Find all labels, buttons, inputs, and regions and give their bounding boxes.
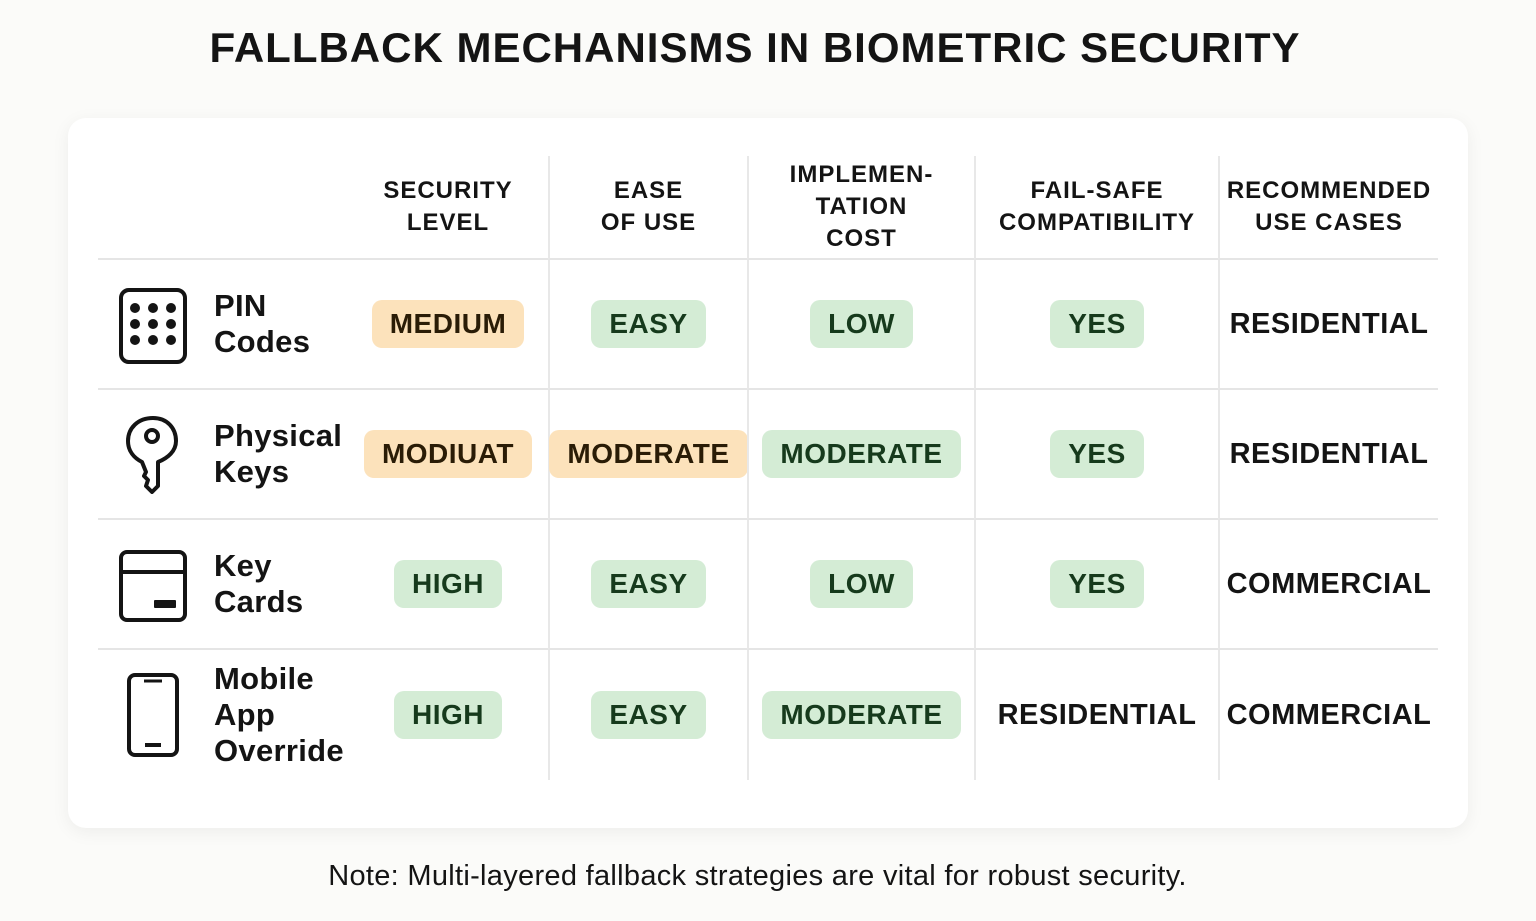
cell-fail-safe-compatibility: YES (974, 390, 1218, 520)
cell-security-level: MODIUAT (348, 390, 548, 520)
rating-badge: LOW (810, 560, 913, 608)
use-case-text: RESIDENTIAL (1229, 437, 1429, 470)
cell-fail-safe-compatibility: RESIDENTIAL (974, 650, 1218, 780)
rating-badge: HIGH (394, 560, 502, 608)
keypad-icon (118, 284, 188, 364)
cell-recommended-use-cases: RESIDENTIAL (1218, 390, 1438, 520)
rating-badge: MODERATE (762, 430, 961, 478)
method-name: Key Cards (214, 548, 304, 619)
smartphone-icon (118, 673, 188, 757)
header-fail-safe-compatibility: FAIL-SAFE COMPATIBILITY (974, 156, 1218, 260)
rating-badge: MODERATE (549, 430, 748, 478)
use-case-text: COMMERCIAL (1226, 567, 1432, 600)
row-method: Mobile App Override (98, 650, 348, 780)
rating-badge: MEDIUM (371, 300, 525, 348)
cell-fail-safe-compatibility: YES (974, 260, 1218, 390)
footnote: Note: Multi-layered fallback strategies … (328, 860, 1187, 892)
use-case-text: COMMERCIAL (1226, 698, 1432, 731)
comparison-card: SECURITY LEVEL EASE OF USE IMPLEMEN- TAT… (68, 118, 1468, 828)
cell-value: RESIDENTIAL (997, 698, 1197, 731)
key-card-icon (118, 544, 188, 624)
cell-security-level: MEDIUM (348, 260, 548, 390)
rating-badge: MODIUAT (363, 430, 533, 478)
method-name: PIN Codes (214, 288, 311, 359)
cell-security-level: HIGH (348, 650, 548, 780)
rating-badge: YES (1050, 430, 1144, 478)
key-icon (118, 414, 188, 494)
cell-ease-of-use: EASY (548, 650, 747, 780)
row-method: Key Cards (98, 520, 348, 650)
use-case-text: RESIDENTIAL (1229, 307, 1429, 340)
cell-implementation-cost: MODERATE (747, 390, 974, 520)
header-ease-of-use: EASE OF USE (548, 156, 747, 260)
rating-badge: EASY (591, 691, 706, 739)
row-method: Physical Keys (98, 390, 348, 520)
cell-implementation-cost: LOW (747, 260, 974, 390)
cell-ease-of-use: EASY (548, 520, 747, 650)
cell-fail-safe-compatibility: YES (974, 520, 1218, 650)
rating-badge: YES (1050, 560, 1144, 608)
rating-badge: MODERATE (762, 691, 961, 739)
header-security-level: SECURITY LEVEL (348, 156, 548, 260)
rating-badge: HIGH (394, 691, 502, 739)
cell-implementation-cost: MODERATE (747, 650, 974, 780)
cell-ease-of-use: MODERATE (548, 390, 748, 520)
header-recommended-use-cases: RECOMMENDED USE CASES (1218, 156, 1438, 260)
header-implementation-cost: IMPLEMEN- TATION COST (747, 156, 974, 260)
rating-badge: EASY (591, 560, 706, 608)
header-method (98, 156, 348, 260)
row-method: PIN Codes (98, 260, 348, 390)
cell-implementation-cost: LOW (747, 520, 974, 650)
cell-recommended-use-cases: COMMERCIAL (1218, 650, 1438, 780)
cell-ease-of-use: EASY (548, 260, 747, 390)
method-name: Mobile App Override (214, 661, 344, 768)
comparison-table: SECURITY LEVEL EASE OF USE IMPLEMEN- TAT… (98, 156, 1438, 780)
method-name: Physical Keys (214, 418, 343, 489)
rating-badge: EASY (591, 300, 706, 348)
page-title: FALLBACK MECHANISMS IN BIOMETRIC SECURIT… (209, 24, 1301, 71)
cell-recommended-use-cases: RESIDENTIAL (1218, 260, 1438, 390)
cell-security-level: HIGH (348, 520, 548, 650)
cell-recommended-use-cases: COMMERCIAL (1218, 520, 1438, 650)
rating-badge: YES (1050, 300, 1144, 348)
rating-badge: LOW (810, 300, 913, 348)
